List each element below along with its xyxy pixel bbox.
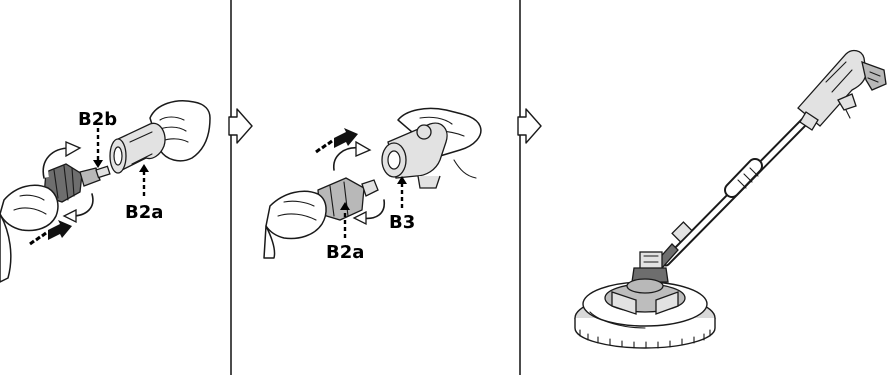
lance-tip (317, 177, 379, 221)
lance-tube (661, 115, 811, 267)
coupling-sleeve (109, 122, 166, 174)
rotate-arrow-icon (62, 193, 94, 224)
rotate-arrow-icon (333, 140, 372, 171)
push-arrow-icon (315, 128, 358, 154)
cleaning-disc (574, 278, 716, 349)
rotate-arrow-icon (352, 199, 386, 226)
lower-hand (263, 190, 327, 259)
label-b2b: B2b (78, 109, 117, 130)
step-chevron-icon (517, 108, 542, 144)
left-hand (0, 184, 59, 283)
label-b2a: B2a (326, 242, 364, 263)
label-b3: B3 (389, 212, 415, 233)
rotate-arrow-icon (38, 141, 82, 180)
angle-joint (631, 243, 679, 283)
step-2-illustration: B2a B3 (263, 107, 482, 263)
step-1-illustration: B2b B2a (0, 100, 211, 283)
right-hand (149, 100, 211, 162)
step-chevron-icon (228, 108, 253, 144)
push-arrow-icon (29, 220, 72, 246)
spray-gun (797, 49, 887, 131)
label-b2a: B2a (125, 202, 163, 223)
assembled-surface-cleaner (574, 49, 887, 349)
coupling-body (381, 122, 448, 189)
